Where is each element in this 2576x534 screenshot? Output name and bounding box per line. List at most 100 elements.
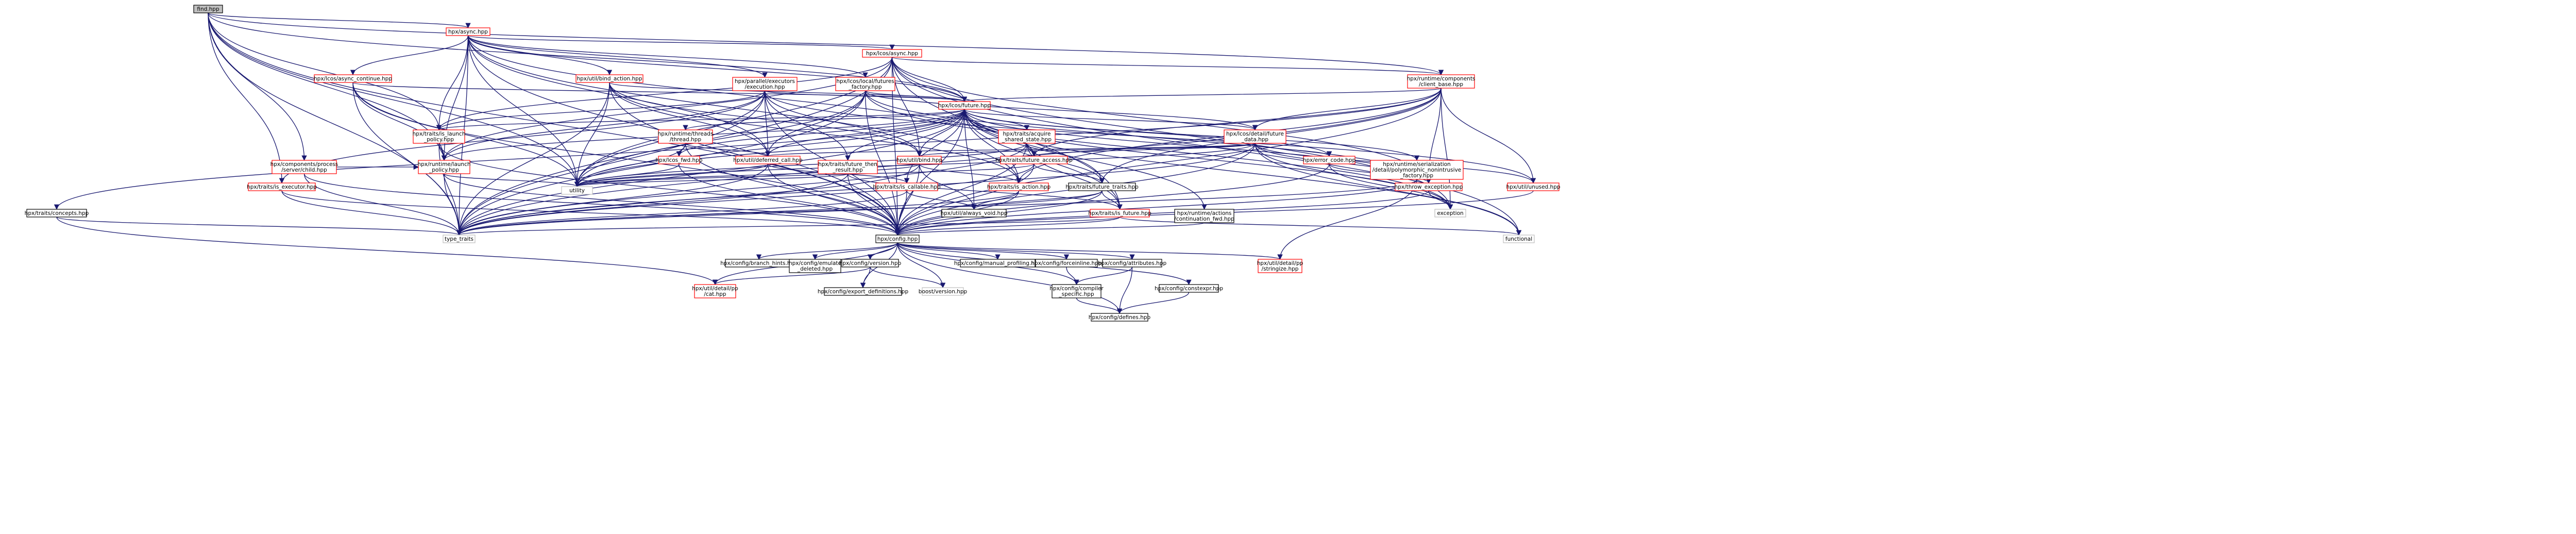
node-throw-exception[interactable]: hpx/throw_exception.hpp <box>1395 182 1463 191</box>
node-box <box>1090 209 1150 218</box>
node-future-access[interactable]: hpx/traits/future_access.hpp <box>995 156 1073 164</box>
node-config[interactable]: hpx/config.hpp <box>875 235 920 243</box>
node-box <box>818 160 878 174</box>
node-serialization-polymorphic[interactable]: hpx/runtime/serialization/detail/polymor… <box>1370 160 1464 180</box>
node-box <box>1303 156 1355 164</box>
edge-is-callable-to-config <box>894 190 907 236</box>
edge-deferred-call-to-utility <box>574 163 769 188</box>
node-forceinline[interactable]: hpx/config/forceinline.hpp <box>1031 259 1102 268</box>
node-utility[interactable]: utility <box>561 186 593 195</box>
node-threads-thread[interactable]: hpx/runtime/threads/thread.hpp <box>658 129 714 144</box>
edge-detail-future-data-to-future-access <box>1031 143 1256 157</box>
node-parallel-executors[interactable]: hpx/parallel/executors/execution.hpp <box>732 77 798 91</box>
node-components-process[interactable]: hpx/components/process/server/child.hpp <box>270 160 338 174</box>
node-label: hpx/traits/is_callable.hpp <box>873 184 941 190</box>
node-is-action[interactable]: hpx/traits/is_action.hpp <box>987 182 1051 191</box>
edge-lcos-async-to-launch-policy <box>436 57 893 131</box>
node-always-void[interactable]: hpx/util/always_void.hpp <box>940 209 1008 218</box>
node-boost-version[interactable]: boost/version.hpp <box>919 287 968 296</box>
node-branch-hints[interactable]: hpx/config/branch_hints.hpp <box>720 259 798 268</box>
node-label: hpx/util/always_void.hpp <box>940 210 1007 216</box>
node-box <box>862 49 922 58</box>
node-label: hpx/lcos/async.hpp <box>866 51 918 57</box>
node-functional[interactable]: functional <box>1503 235 1535 243</box>
node-manual-profiling[interactable]: hpx/config/manual_profiling.hpp <box>954 259 1042 268</box>
node-box <box>875 182 938 191</box>
node-label: hpx/util/detail/pp <box>1257 260 1303 266</box>
node-tostring[interactable]: hpx/util/detail/pp/stringize.hpp <box>1257 259 1303 273</box>
edge-find-to-is-executor <box>208 12 285 184</box>
node-exception[interactable]: exception <box>1434 209 1466 218</box>
node-is-executor[interactable]: hpx/traits/is_executor.hpp <box>247 182 317 191</box>
node-box <box>443 235 476 243</box>
node-async-continue[interactable]: hpx/lcos/async_continue.hpp <box>314 74 392 83</box>
node-lcos-async[interactable]: hpx/lcos/async.hpp <box>862 49 922 58</box>
node-label: hpx/config/compiler <box>1049 286 1104 292</box>
edge-lcos-future-to-detail-future-data <box>964 109 1258 131</box>
edge-runtime-launch-policy-to-type-traits <box>444 173 462 236</box>
edge-bind-hpp-to-is-action <box>919 163 1022 184</box>
node-future-traits[interactable]: hpx/traits/future_traits.hpp <box>1065 182 1139 191</box>
node-label: _deleted.hpp <box>797 266 833 272</box>
edge-config-to-boost-version <box>897 242 946 289</box>
node-attributes[interactable]: hpx/config/attributes.hpp <box>1098 259 1167 268</box>
node-launch-policy[interactable]: hpx/traits/is_launch_policy.hpp <box>413 129 466 144</box>
node-lcos-future[interactable]: hpx/lcos/future.hpp <box>938 101 991 110</box>
node-box <box>875 235 920 243</box>
node-bind-hpp[interactable]: hpx/util/bind.hpp <box>896 156 943 164</box>
node-label: /client_base.hpp <box>1419 81 1463 88</box>
edge-config-to-branch-hints <box>756 242 898 260</box>
node-detail-future-data[interactable]: hpx/lcos/detail/future_data.hpp <box>1224 129 1286 144</box>
edge-future-access-to-config <box>894 163 1035 236</box>
node-unused[interactable]: hpx/util/unused.hpp <box>1506 182 1561 191</box>
node-label: hpx/util/bind.hpp <box>896 157 943 163</box>
edge-future-then-result-to-config <box>847 173 901 236</box>
node-emulate-deleted[interactable]: hpx/config/emulate_deleted.hpp <box>789 259 841 273</box>
node-error-code[interactable]: hpx/error_code.hpp <box>1303 156 1356 164</box>
node-constexpr[interactable]: hpx/config/constexpr.hpp <box>1155 284 1223 293</box>
node-box <box>561 186 593 195</box>
edge-parallel-executors-to-runtime-launch-policy <box>441 90 766 161</box>
edge-bind-hpp-to-always-void <box>919 163 977 210</box>
node-box <box>446 27 490 36</box>
edge-lcos-future-to-traits-concepts <box>54 109 965 210</box>
node-acquire-shared[interactable]: hpx/traits/acquire_shared_state.hpp <box>998 129 1056 144</box>
edge-traits-concepts-to-pp-cat <box>56 216 718 286</box>
edge-config-to-forceinline <box>897 242 1070 260</box>
node-bind-action[interactable]: hpx/util/bind_action.hpp <box>575 74 643 83</box>
edge-future-then-result-to-is-future <box>847 173 1123 210</box>
node-box <box>960 259 1036 268</box>
edge-lcos-fwd-to-utility <box>574 163 680 188</box>
node-lcos-fwd[interactable]: hpx/lcos_fwd.hpp <box>656 156 703 164</box>
node-runtime-launch-policy[interactable]: hpx/runtime/launch_policy.hpp <box>417 160 471 174</box>
node-async[interactable]: hpx/async.hpp <box>446 27 490 36</box>
node-defines[interactable]: hpx/config/defines.hpp <box>1089 313 1151 322</box>
node-label: hpx/util/unused.hpp <box>1506 184 1560 190</box>
node-local-futures[interactable]: hpx/lcos/local/futures_factory.hpp <box>835 77 895 91</box>
node-traits-concepts[interactable]: hpx/traits/concepts.hpp <box>25 209 89 218</box>
edge-async-to-launch-policy <box>436 35 469 131</box>
node-continuation-fwd[interactable]: hpx/runtime/actions/continuation_fwd.hpp <box>1174 209 1234 223</box>
edge-detail-future-data-to-utility <box>574 143 1256 188</box>
edge-version-to-pp-cat <box>712 266 871 286</box>
node-label: hpx/traits/concepts.hpp <box>25 210 89 216</box>
node-export-definitions[interactable]: hpx/config/export_definitions.hpp <box>818 287 909 296</box>
node-is-future[interactable]: hpx/traits/is_future.hpp <box>1088 209 1151 218</box>
node-find[interactable]: find.hpp <box>193 5 223 13</box>
edge-is-future-to-config <box>895 216 1121 236</box>
node-box <box>1507 182 1560 191</box>
edge-runtime-components-to-type-traits <box>456 88 1442 236</box>
node-label: hpx/config/export_definitions.hpp <box>818 289 909 295</box>
node-is-callable[interactable]: hpx/traits/is_callable.hpp <box>873 182 941 191</box>
node-future-then-result[interactable]: hpx/traits/future_then_result.hpp <box>818 160 878 174</box>
edge-future-access-to-utility <box>574 163 1035 188</box>
node-box <box>272 160 337 174</box>
node-version[interactable]: hpx/config/version.hpp <box>839 259 902 268</box>
node-pp-cat[interactable]: hpx/util/detail/pp/cat.hpp <box>692 284 738 298</box>
node-label: hpx/runtime/actions <box>1177 210 1232 216</box>
node-runtime-components[interactable]: hpx/runtime/components/client_base.hpp <box>1407 74 1476 89</box>
node-deferred-call[interactable]: hpx/util/deferred_call.hpp <box>733 156 803 164</box>
node-type-traits[interactable]: type_traits <box>443 235 476 243</box>
node-compiler-specific[interactable]: hpx/config/compiler_specific.hpp <box>1049 284 1104 298</box>
